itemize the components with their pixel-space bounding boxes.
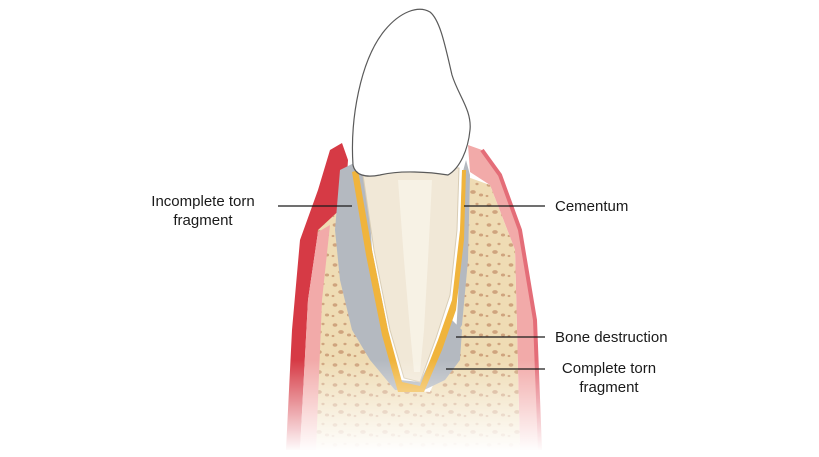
label-complete-line1: Complete torn	[561, 360, 657, 377]
label-incomplete-torn-fragment: Incomplete torn fragment	[128, 192, 278, 230]
bottom-fade	[280, 360, 550, 452]
label-incomplete-line2: fragment	[173, 212, 233, 229]
label-bone-destruction: Bone destruction	[555, 329, 668, 346]
cementum-layer	[352, 170, 466, 392]
label-cementum: Cementum	[555, 198, 629, 215]
pulp-canal	[398, 180, 432, 372]
label-incomplete-line1: Incomplete torn	[151, 193, 255, 210]
tooth-crown	[351, 8, 471, 177]
label-complete-torn-fragment: Complete torn fragment	[548, 359, 670, 397]
label-complete-line2: fragment	[579, 379, 639, 396]
torn-fragment-region	[335, 160, 462, 392]
